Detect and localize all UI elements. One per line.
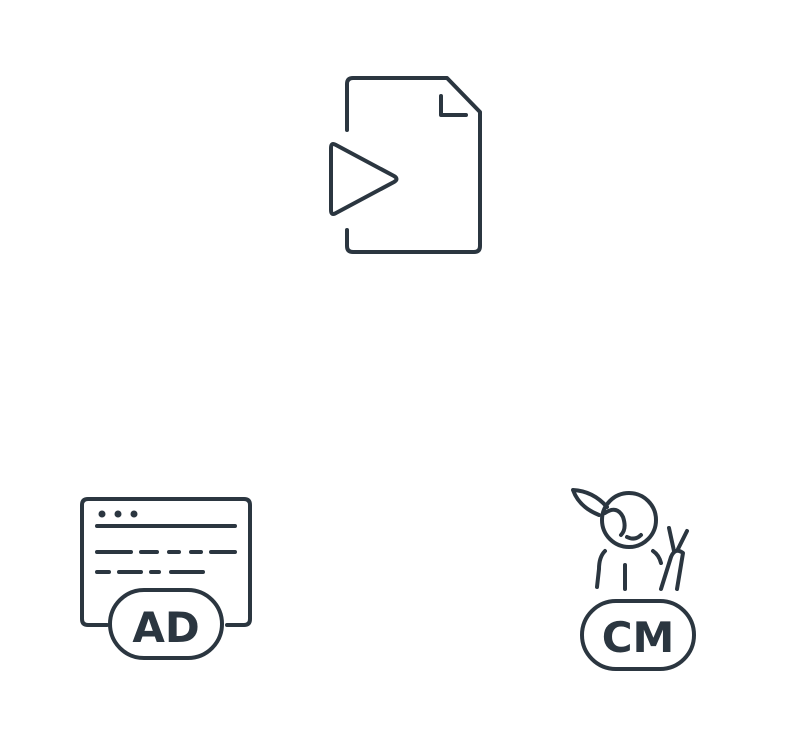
cm-badge-label: CM: [602, 613, 675, 662]
ad-browser-icon: AD: [80, 497, 252, 660]
ad-badge-label: AD: [132, 603, 199, 652]
dot-icon: [130, 510, 138, 518]
video-file-icon: [329, 76, 482, 254]
dot-icon: [114, 510, 122, 518]
dot-icon: [98, 510, 106, 518]
community-manager-icon: CM: [571, 488, 696, 671]
